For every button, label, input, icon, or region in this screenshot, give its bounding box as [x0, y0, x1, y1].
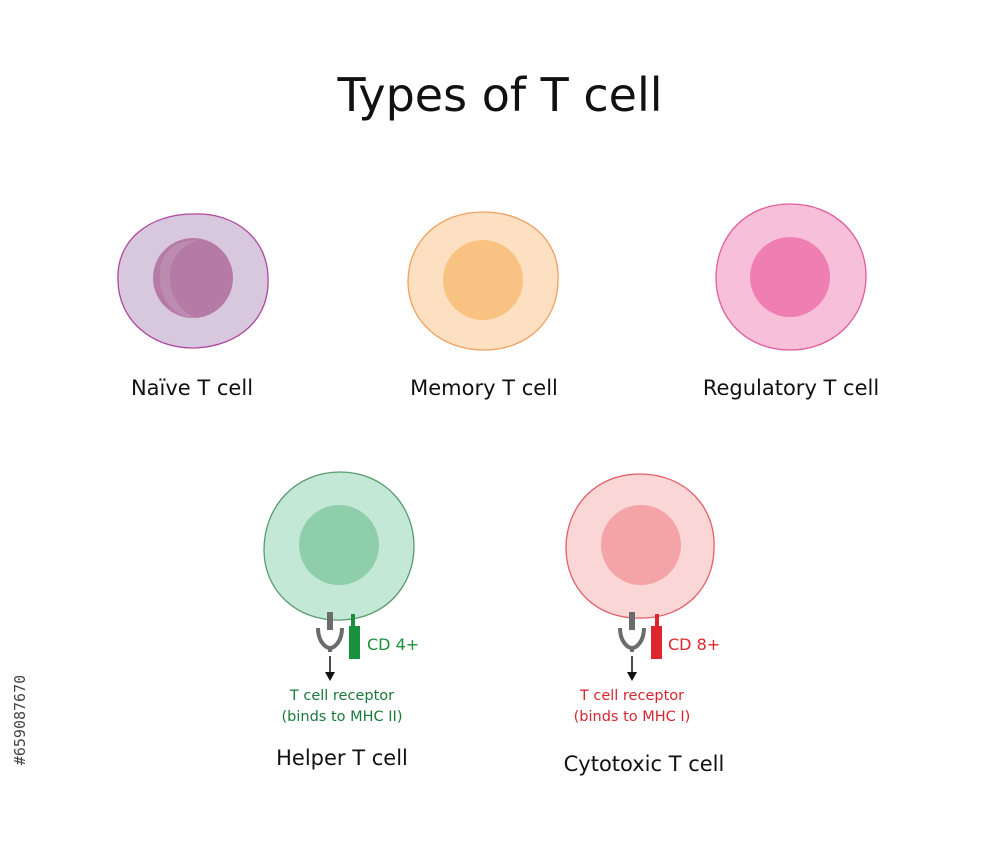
- memory-cell-nucleus: [443, 240, 523, 320]
- helper-t-cell: [263, 471, 415, 681]
- helper-receptor-label: T cell receptor (binds to MHC II): [232, 686, 452, 728]
- helper-cd4-marker-icon: [349, 614, 360, 659]
- diagram-title: Types of T cell: [337, 68, 663, 122]
- helper-receptor-line2: (binds to MHC II): [281, 709, 403, 725]
- regulatory-cell-nucleus: [750, 237, 830, 317]
- helper-cd4-label: CD 4+: [367, 635, 420, 654]
- cytotoxic-receptor-line2: (binds to MHC I): [573, 709, 691, 725]
- memory-t-cell-label: Memory T cell: [410, 376, 558, 400]
- naive-t-cell: [117, 213, 269, 349]
- regulatory-t-cell: [715, 203, 867, 351]
- cytotoxic-cell-nucleus: [601, 505, 681, 585]
- helper-t-cell-label: Helper T cell: [276, 746, 408, 770]
- naive-cell-nucleus: [153, 238, 233, 318]
- cytotoxic-cd8-label: CD 8+: [668, 635, 721, 654]
- memory-t-cell: [407, 211, 559, 351]
- cytotoxic-t-cell-receptor-icon: [618, 612, 646, 652]
- helper-t-cell-receptor-icon: [316, 612, 344, 652]
- regulatory-t-cell-label: Regulatory T cell: [702, 376, 880, 400]
- stock-image-id-text: #659087670: [11, 674, 29, 766]
- naive-t-cell-label: Naïve T cell: [130, 376, 254, 400]
- helper-down-arrow-icon: [325, 656, 335, 681]
- cytotoxic-receptor-line1: T cell receptor: [579, 688, 685, 704]
- naive-nucleus-shade: [160, 240, 196, 318]
- helper-cell-nucleus: [299, 505, 379, 585]
- cytotoxic-down-arrow-icon: [627, 656, 637, 681]
- cytotoxic-cd8-marker-icon: [651, 614, 662, 659]
- helper-receptor-line1: T cell receptor: [289, 688, 395, 704]
- cytotoxic-t-cell: [565, 473, 715, 681]
- cytotoxic-t-cell-label: Cytotoxic T cell: [563, 752, 725, 776]
- stock-image-id: #659087670: [5, 610, 35, 830]
- cytotoxic-receptor-label: T cell receptor (binds to MHC I): [522, 686, 742, 728]
